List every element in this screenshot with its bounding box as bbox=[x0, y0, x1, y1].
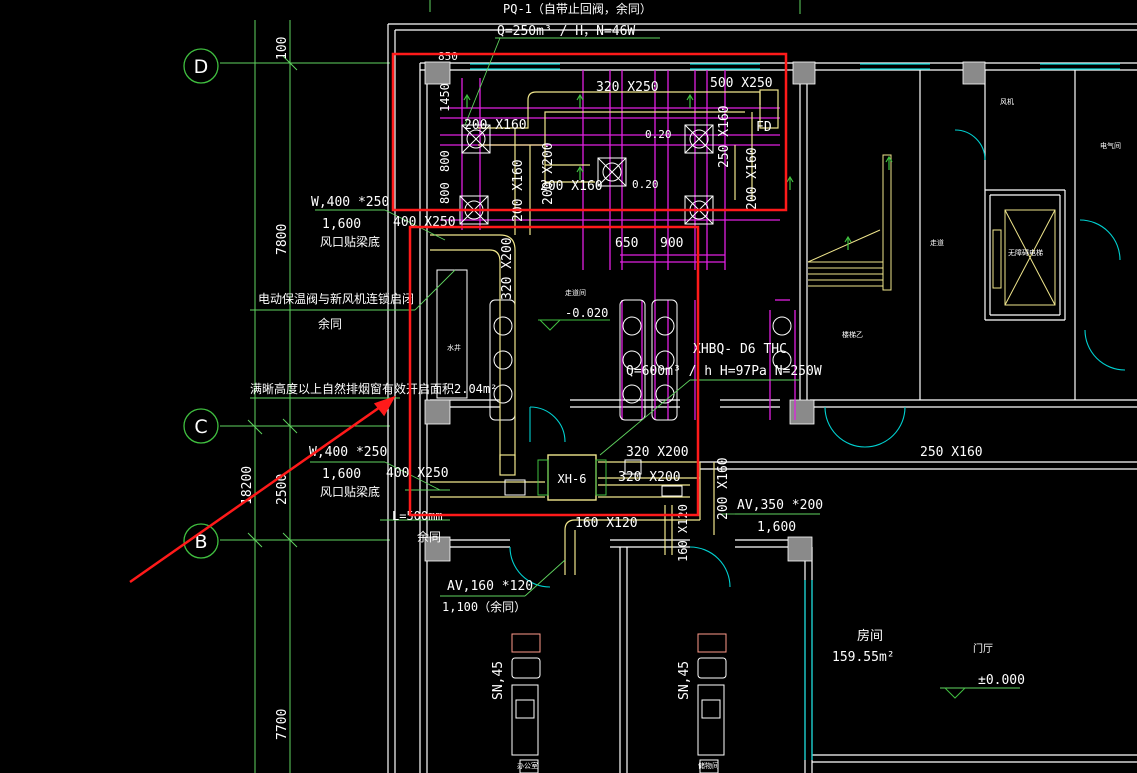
highlight-box-top bbox=[391, 52, 788, 212]
duct-500x250: 500 X250 bbox=[710, 76, 773, 91]
axis-bubble-c: C bbox=[183, 408, 219, 444]
duct-160x120-b: 160 X120 bbox=[676, 504, 690, 562]
axis-label-c: C bbox=[194, 416, 207, 438]
highlight-arrow-line bbox=[129, 396, 394, 584]
w400-a-note: 风口贴梁底 bbox=[320, 234, 380, 249]
av350-height: 1,600 bbox=[757, 520, 796, 535]
room-label-s6: 走道间 bbox=[565, 288, 586, 297]
room-label-s2: 电气间 bbox=[1100, 141, 1121, 150]
duct-320x200-c: 320 X200 bbox=[618, 470, 681, 485]
dim-900: 900 bbox=[660, 236, 683, 251]
duct-320x200-a: 320 X200 bbox=[500, 237, 515, 300]
ductwork bbox=[430, 89, 779, 575]
sn45-b: SN,45 bbox=[677, 661, 692, 700]
ratio-020-b: 0.20 bbox=[632, 178, 659, 191]
ratio-020-a: 0.20 bbox=[645, 128, 672, 141]
level-marker-b bbox=[944, 687, 966, 699]
dim-650: 650 bbox=[615, 236, 638, 251]
duct-320x250: 320 X250 bbox=[596, 80, 659, 95]
dim-800-b: 800 bbox=[438, 182, 452, 204]
dim-850: 850 bbox=[438, 50, 458, 63]
w400-a-height: 1,600 bbox=[322, 217, 361, 232]
av160-label: AV,160 *120 bbox=[447, 579, 533, 594]
flow-arrows bbox=[463, 93, 893, 250]
room-label-s9: 储物间 bbox=[698, 761, 719, 770]
room-area: 159.55m² bbox=[832, 650, 895, 665]
room-label-s3: 走道 bbox=[930, 238, 944, 247]
fd-label: FD bbox=[756, 120, 772, 135]
duct-200x160-a: 200 X160 bbox=[464, 118, 527, 133]
room-label-s7: 水井 bbox=[447, 343, 461, 352]
level-b: ±0.000 bbox=[978, 673, 1025, 688]
av350-label: AV,350 *200 bbox=[737, 498, 823, 513]
diffuser-2 bbox=[597, 157, 627, 187]
av160-height: 1,100（余同） bbox=[442, 599, 526, 614]
dim-1450: 1450 bbox=[438, 83, 452, 112]
dim-7800: 7800 bbox=[275, 224, 290, 255]
highlight-box-bottom bbox=[408, 225, 700, 517]
leader-lines bbox=[250, 37, 1020, 689]
highlight-arrow-head bbox=[373, 395, 396, 417]
dim-2500: 2500 bbox=[275, 474, 290, 505]
columns bbox=[424, 61, 986, 562]
level-marker-a bbox=[538, 319, 610, 331]
duct-200x160-d: 200 X160 bbox=[511, 159, 526, 222]
axis-bubble-b: B bbox=[183, 523, 219, 559]
level-a: -0.020 bbox=[565, 306, 608, 320]
sn45-a: SN,45 bbox=[491, 661, 506, 700]
duct-160x120-a: 160 X120 bbox=[575, 516, 638, 531]
duct-200x200: 200 X200 bbox=[541, 142, 556, 205]
sn45-unit-a bbox=[511, 633, 541, 756]
stair bbox=[807, 154, 892, 291]
dim-100: 100 bbox=[275, 37, 290, 60]
pq1-label: PQ-1（自带止回阀，余同） bbox=[503, 1, 652, 16]
room-labels: 风机 电气间 走道 无障碍电梯 楼梯乙 走道间 水井 办公室 储物间 bbox=[447, 97, 1121, 770]
hall-label: 门厅 bbox=[973, 642, 993, 655]
w400-b: W,400 *250 bbox=[309, 445, 387, 460]
dim-18200: 18200 bbox=[240, 466, 255, 505]
diffuser-3 bbox=[684, 124, 714, 154]
dim-800-a: 800 bbox=[438, 150, 452, 172]
dim-7700: 7700 bbox=[275, 709, 290, 740]
same-note-2: 余同 bbox=[417, 529, 441, 544]
dimension-lines bbox=[220, 0, 801, 773]
sn45-unit-b bbox=[697, 633, 727, 756]
duct-400x250-b: 400 X250 bbox=[386, 466, 449, 481]
vertical-dimensions: 100 7800 2500 18200 7700 bbox=[240, 37, 290, 740]
w400-a: W,400 *250 bbox=[311, 195, 389, 210]
annotations: PQ-1（自带止回阀，余同） Q=250m³ / H，N=46W 850 145… bbox=[250, 1, 1025, 700]
axis-label-b: B bbox=[194, 531, 207, 553]
elevator bbox=[992, 209, 1056, 306]
room-label-s5: 楼梯乙 bbox=[842, 330, 863, 339]
doors bbox=[509, 129, 1126, 588]
duct-320x200-b: 320 X200 bbox=[626, 445, 689, 460]
pq1-spec: Q=250m³ / H，N=46W bbox=[497, 24, 635, 39]
duct-250x160: 250 X160 bbox=[717, 105, 732, 168]
xhbq-label: XHBQ- D6 THC bbox=[693, 342, 787, 357]
duct-200x160-c: 200 X160 bbox=[745, 147, 760, 210]
duct-250x160-b: 250 X160 bbox=[920, 445, 983, 460]
highlight-annotations bbox=[129, 52, 788, 584]
xh6-unit: XH-6 bbox=[504, 454, 683, 501]
same-note-1: 余同 bbox=[318, 316, 342, 331]
room-label: 房间 bbox=[857, 628, 883, 644]
room-label-s8: 办公室 bbox=[517, 761, 538, 770]
axis-bubble-d: D bbox=[183, 48, 219, 84]
xh6-label: XH-6 bbox=[558, 472, 587, 486]
room-label-s4: 无障碍电梯 bbox=[1008, 248, 1043, 257]
damper-note: 电动保温阀与新风机连锁启闭 bbox=[258, 291, 414, 306]
diffuser-1 bbox=[461, 124, 491, 154]
duct-200x160-e: 200 X160 bbox=[716, 457, 731, 520]
smoke-note: 满晰高度以上自然排烟窗有效开启面积2.04m² bbox=[250, 381, 497, 396]
duct-200x160-b: 200 X160 bbox=[540, 179, 603, 194]
room-label-s1: 风机 bbox=[1000, 97, 1014, 106]
xhbq-spec: Q=600m³ / h H=97Pa N=250W bbox=[626, 364, 822, 379]
w400-b-height: 1,600 bbox=[322, 467, 361, 482]
windows bbox=[470, 63, 1120, 760]
axis-label-d: D bbox=[194, 56, 209, 78]
w400-b-note: 风口贴梁底 bbox=[320, 484, 380, 499]
